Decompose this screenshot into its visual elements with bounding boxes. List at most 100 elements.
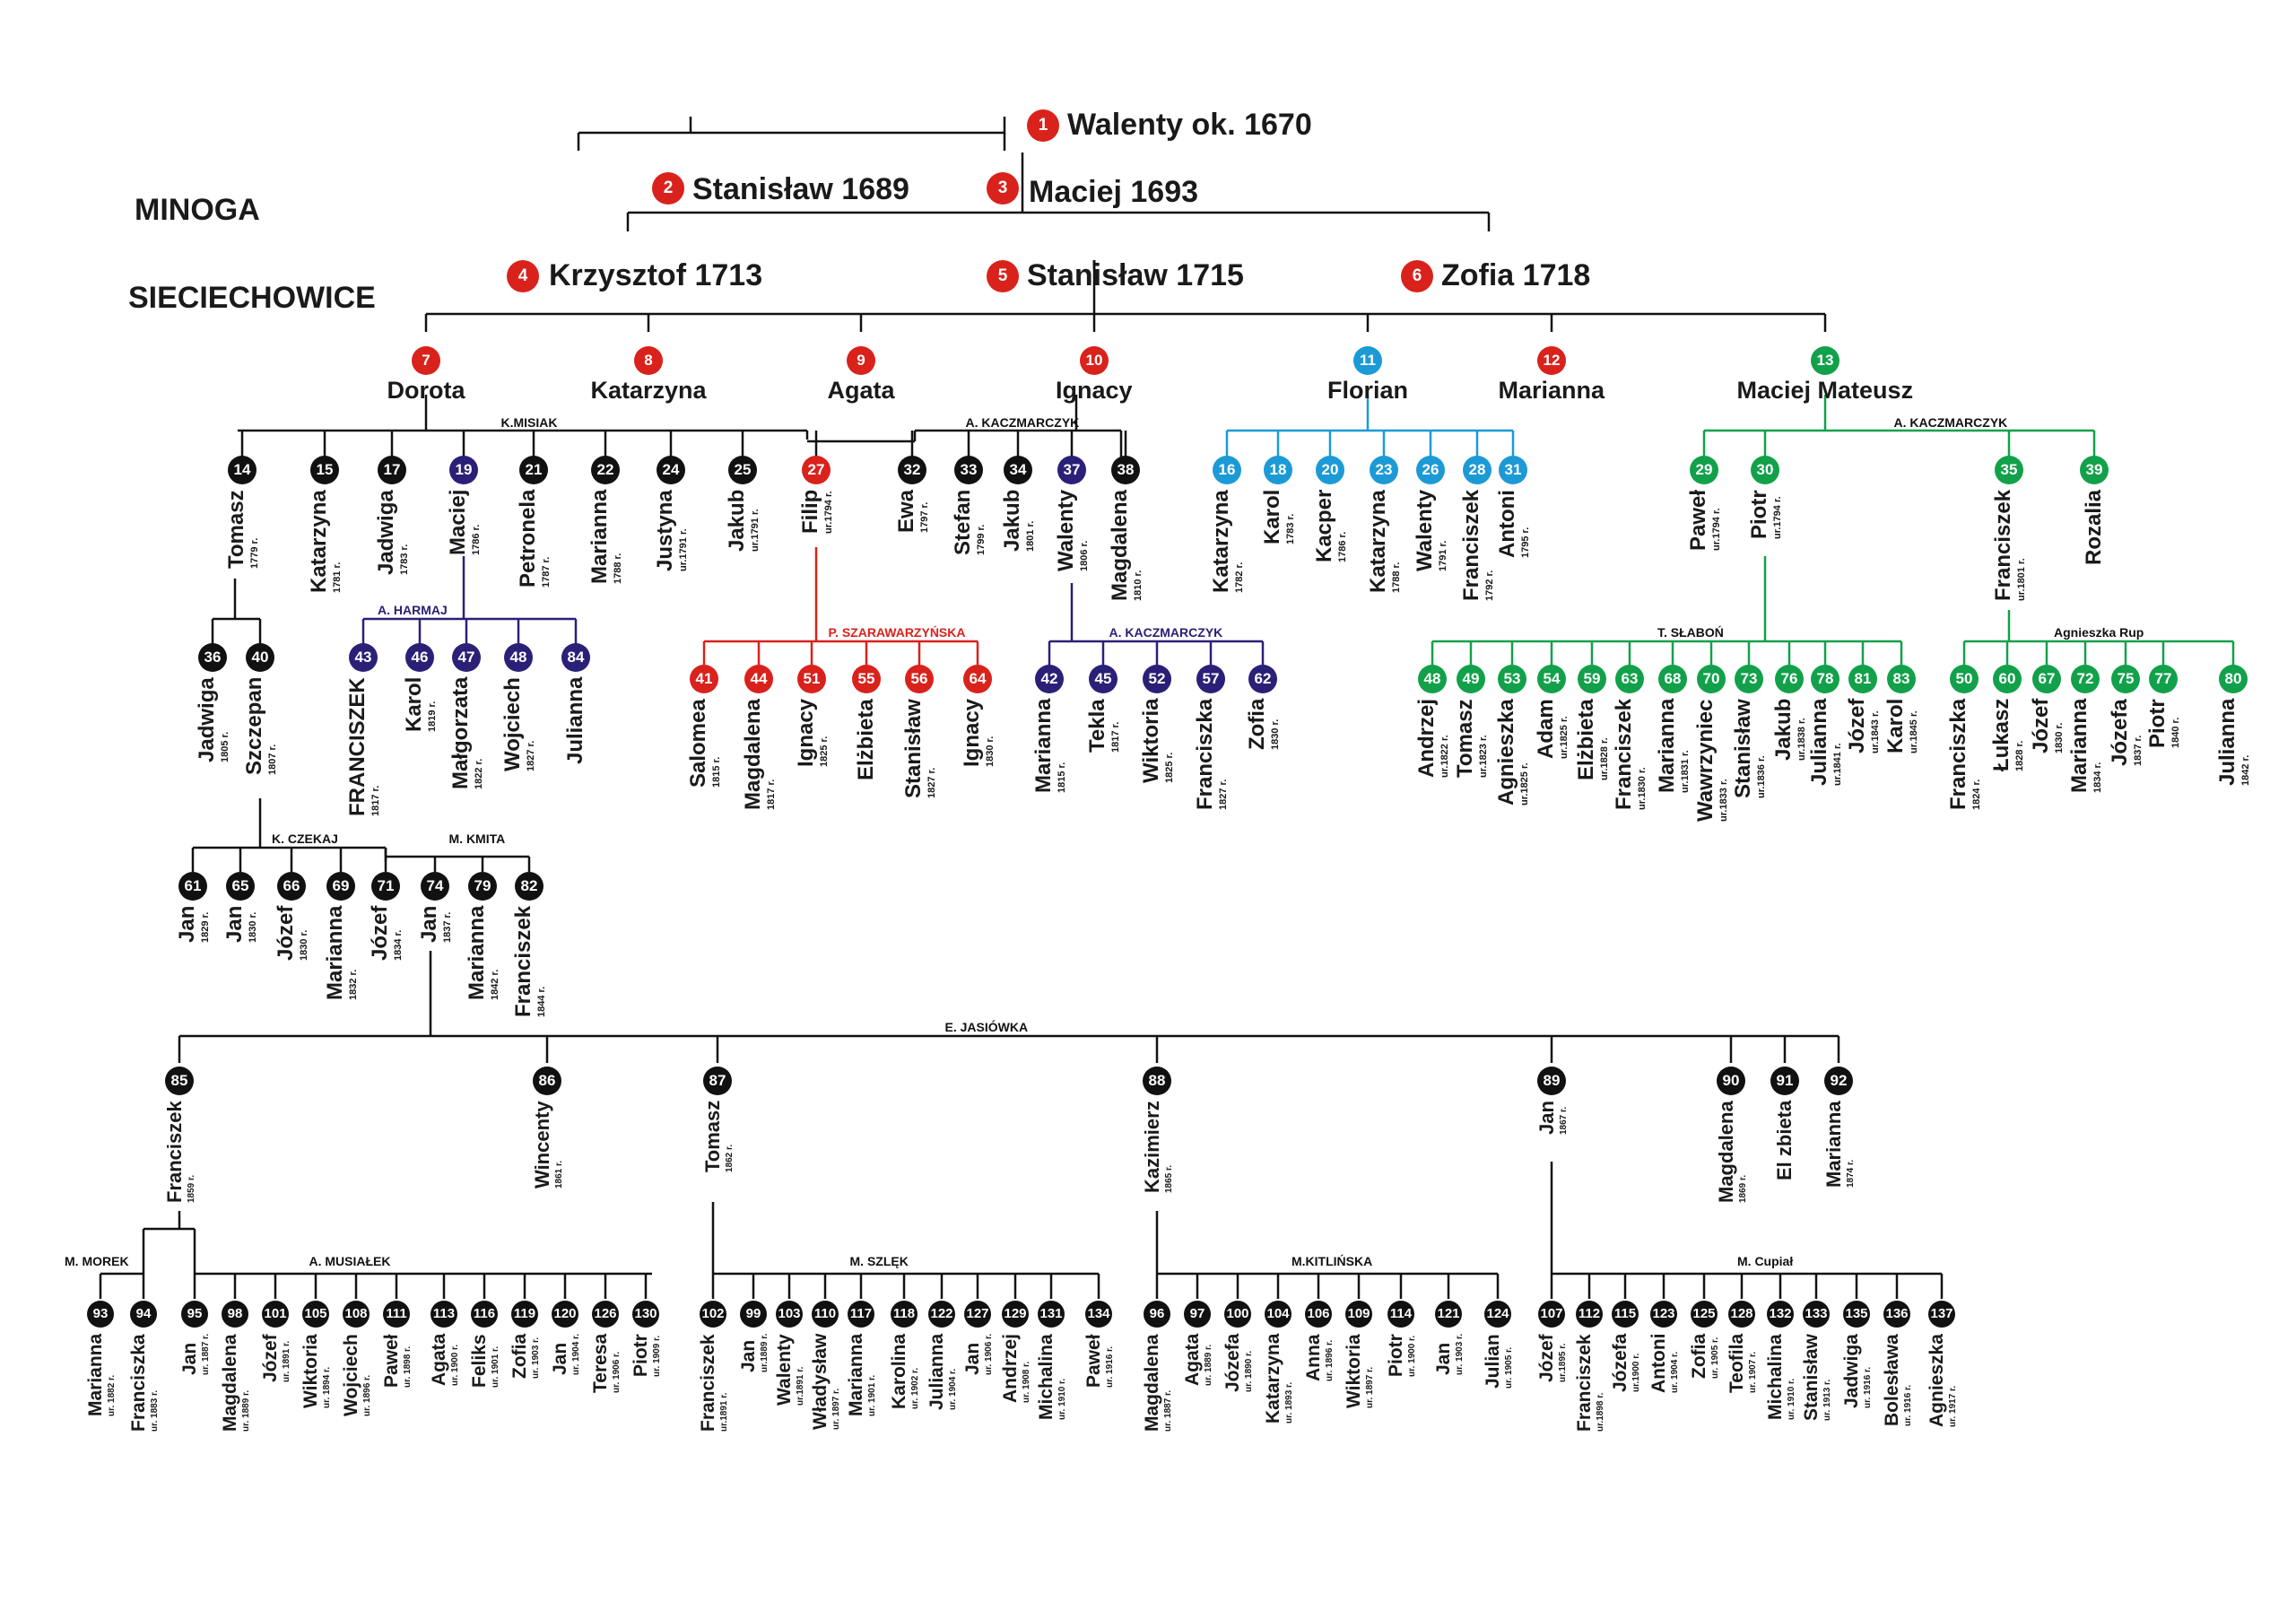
person-name: Tekla (1085, 699, 1109, 753)
person-badge-126: 126 (592, 1301, 619, 1328)
person-badge-44: 44 (744, 665, 773, 693)
birth-date: ur.1838 r. (1796, 718, 1807, 761)
person-name: Piotr (1385, 1334, 1406, 1377)
person-badge-94: 94 (130, 1301, 157, 1328)
person-badge-30: 30 (1751, 456, 1779, 484)
person-name: Paweł (1083, 1334, 1104, 1388)
birth-date: ur.1845 r. (1909, 710, 1919, 753)
person-badge-93: 93 (87, 1301, 114, 1328)
birth-date: 1859 r. (186, 1174, 196, 1203)
person-name: Piotr (1747, 490, 1771, 539)
walenty-label: Walenty ok. 1670 (1067, 108, 1312, 142)
person-badge-42: 42 (1035, 665, 1064, 693)
birth-date: ur. 1900 r. (449, 1344, 460, 1386)
person-badge-115: 115 (1612, 1301, 1639, 1328)
birth-date: ur. 1890 r. (1243, 1350, 1254, 1392)
birth-date: 1861 r. (553, 1160, 564, 1189)
birth-date: ur. 1905 r. (1709, 1337, 1720, 1379)
person-badge-36: 36 (198, 643, 227, 672)
spouse-label-kitlinska: M.KITLIŃSKA (1292, 1254, 1373, 1268)
person-badge-104: 104 (1265, 1301, 1292, 1328)
person-badge-54: 54 (1537, 665, 1566, 693)
person-badge-134: 134 (1085, 1301, 1112, 1328)
person-badge-22: 22 (591, 456, 620, 484)
birth-date: ur. 1891 r. (281, 1340, 291, 1382)
person-name: Antoni (1648, 1333, 1669, 1393)
person-badge-119: 119 (511, 1301, 538, 1328)
person-name: Agata (428, 1333, 449, 1386)
gen3-name-agata: Agata (827, 377, 895, 404)
person-badge-65: 65 (226, 872, 255, 901)
person-badge-96: 96 (1144, 1301, 1170, 1328)
person-badge-39: 39 (2080, 456, 2109, 484)
birth-date: 1815 r. (1057, 762, 1067, 793)
birth-date: ur.1898 r. (1595, 1392, 1605, 1432)
birth-date: ur. 1908 r. (1021, 1361, 1031, 1403)
birth-date: ur. 1901 r. (866, 1374, 877, 1416)
birth-date: ur. 1916 r. (1104, 1345, 1115, 1388)
spouse-label-kaczmarczyk2: A. KACZMARCZYK (1893, 415, 2008, 430)
person-badge-83: 83 (1887, 665, 1916, 693)
person-badge-53: 53 (1498, 665, 1526, 693)
spouse-label-cupial: M. Cupiał (1737, 1254, 1794, 1268)
person-julianna: Julianna (563, 677, 588, 764)
person-name: Kacper (1312, 489, 1336, 562)
spouse-label-rup: Agnieszka Rup (2054, 625, 2144, 640)
person-badge-60: 60 (1993, 665, 2022, 693)
birth-date: ur. 1900 r. (1406, 1335, 1417, 1377)
gen3-name-katarzyna: Katarzyna (590, 377, 707, 404)
person-name: Rozalia (2082, 489, 2106, 565)
person-name: Katarzyna (307, 490, 331, 593)
birth-date: ur. 1916 r. (1862, 1366, 1873, 1408)
person-badge-132: 132 (1767, 1301, 1794, 1328)
person-badge-87: 87 (703, 1067, 732, 1095)
person-name: Jakub (725, 489, 749, 552)
person-name: Józefa (1222, 1333, 1243, 1392)
person-name: Agnieszka (1926, 1334, 1947, 1427)
person-name: Marianna (2067, 698, 2092, 793)
person-badge-129: 129 (1002, 1301, 1029, 1328)
badge-walenty: 1 (1027, 109, 1059, 142)
stanislaw-1689-label: Stanisław 1689 (692, 172, 909, 206)
birth-date: 1786 r. (1337, 531, 1348, 562)
person-badge-51: 51 (797, 665, 826, 693)
person-badge-16: 16 (1213, 456, 1241, 484)
person-name: Walenty (1054, 489, 1078, 571)
person-rozalia: Rozalia (2082, 490, 2107, 565)
person-name: Jan (417, 905, 441, 943)
person-name: Franciszek (1612, 698, 1636, 810)
birth-date: 1786 r. (471, 524, 482, 555)
person-badge-131: 131 (1038, 1301, 1065, 1328)
person-name: Jadwiga (195, 677, 219, 762)
person-badge-29: 29 (1690, 456, 1718, 484)
gen3-name-maciej-mateusz: Maciej Mateusz (1736, 377, 1914, 404)
person-name: Tomasz (1453, 699, 1477, 778)
birth-date: 1805 r. (220, 731, 230, 762)
person-name: Walenty (1413, 489, 1437, 571)
birth-date: 1865 r. (1163, 1164, 1174, 1193)
birth-date: ur.1794 r. (1711, 508, 1722, 551)
person-badge-77: 77 (2149, 665, 2178, 693)
birth-date: ur.1823 r. (1478, 735, 1489, 778)
birth-date: ur. 1901 r. (490, 1345, 500, 1388)
